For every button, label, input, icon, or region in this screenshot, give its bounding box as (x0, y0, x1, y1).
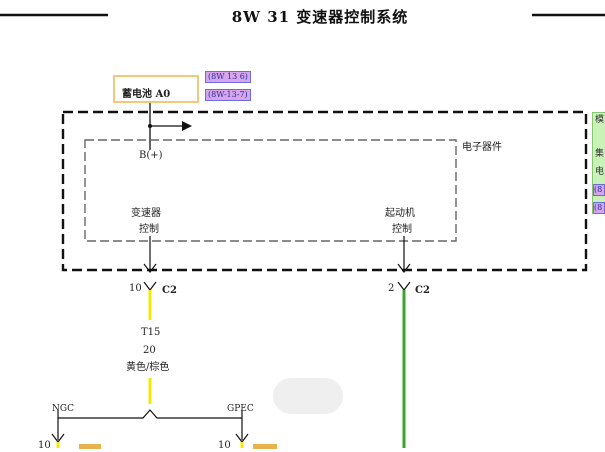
module-label: 电子器件 (462, 142, 502, 153)
battery-label: 蓄电池 A0 (122, 89, 171, 100)
right-connector-id: C2 (415, 285, 430, 296)
left-ref-tab[interactable] (79, 444, 101, 449)
module-outer-boundary (61, 110, 588, 272)
page-title: 8W 31 变速器控制系统 (231, 8, 409, 26)
right-edge-text-3: 电 (595, 167, 605, 177)
splice-bracket (57, 409, 243, 419)
left-pin-number: 10 (129, 283, 142, 294)
module-inner-boundary (84, 139, 457, 242)
splice-left-pin: 10 (38, 440, 51, 451)
right-edge-ref-2[interactable]: (8 (593, 202, 605, 214)
left-connector-id: C2 (162, 285, 177, 296)
splice-dot (148, 124, 152, 128)
splice-left-label: NGC (52, 404, 74, 414)
overlay-pill[interactable] (273, 378, 343, 414)
battery-box: 蓄电池 A0 (113, 75, 199, 103)
right-edge-ref-1[interactable]: (8 (593, 184, 605, 196)
trans-connector-arrow-icon (143, 263, 157, 273)
right-pin-number: 2 (388, 283, 395, 294)
b-plus-label: B(+) (139, 150, 163, 161)
trans-control-label-1: 变速器 (131, 208, 161, 219)
starter-control-label-1: 起动机 (385, 208, 415, 219)
right-c2-terminal-icon (397, 281, 411, 291)
right-edge-text-2: 集 (595, 149, 605, 159)
wire-circuit: T15 (141, 327, 161, 338)
starter-connector-arrow-icon (397, 263, 411, 273)
ref-link-8w-13-6[interactable]: (8W 13 6) (205, 71, 251, 83)
ref-link-8w-13-7[interactable]: (8W-13-7) (205, 89, 251, 101)
right-ref-tab[interactable] (253, 444, 277, 449)
splice-right-pin: 10 (218, 440, 231, 451)
right-edge-info-box: 模 集 电 (592, 112, 605, 214)
wire-gauge: 20 (143, 345, 156, 356)
branch-arrow-icon (182, 121, 192, 131)
trans-control-label-2: 控制 (139, 224, 159, 235)
starter-control-label-2: 控制 (392, 224, 412, 235)
wire-color: 黄色/棕色 (126, 362, 170, 373)
left-c2-terminal-icon (143, 281, 157, 291)
splice-right-label: GPEC (227, 404, 254, 414)
right-edge-text-1: 模 (595, 115, 605, 125)
